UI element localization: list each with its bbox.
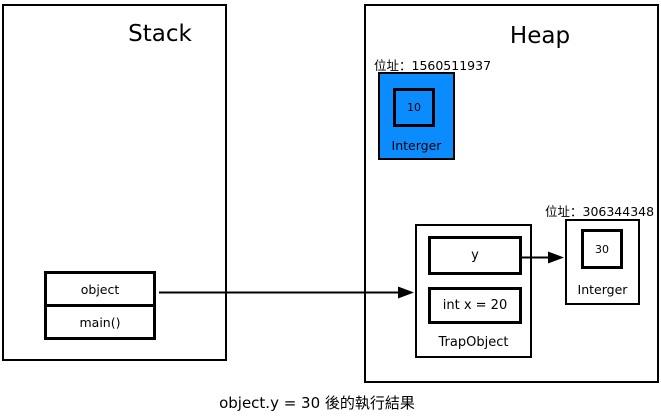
stack-frame-main: main() bbox=[44, 304, 156, 340]
integer30-value-box: 30 bbox=[581, 229, 623, 269]
trapobject-type-label: TrapObject bbox=[438, 335, 509, 350]
integer30-object-box: 30 Interger bbox=[565, 219, 640, 305]
stack-frame-object-label: object bbox=[80, 281, 120, 297]
trapobject-field-x: int x = 20 bbox=[428, 287, 522, 324]
stack-frame-main-label: main() bbox=[79, 314, 121, 330]
trapobject-field-y: y bbox=[428, 236, 522, 275]
stack-title: Stack bbox=[128, 21, 192, 47]
stack-frame-object: object bbox=[44, 271, 156, 307]
trapobject-box: y int x = 20 TrapObject bbox=[415, 224, 532, 358]
integer10-value: 10 bbox=[407, 101, 421, 114]
diagram-caption: object.y = 30 後的執行結果 bbox=[219, 394, 415, 412]
integer30-address-label: 位址：306344348 bbox=[545, 204, 655, 219]
integer10-object-box: 10 Interger bbox=[378, 72, 455, 160]
heap-title: Heap bbox=[509, 23, 571, 49]
integer10-type-label: Interger bbox=[391, 138, 442, 153]
integer30-type-label: Interger bbox=[577, 282, 628, 297]
integer10-value-box: 10 bbox=[393, 88, 435, 127]
stack-frames: object main() bbox=[44, 271, 156, 340]
integer10-address-label: 位址：1560511937 bbox=[374, 58, 492, 73]
integer30-value: 30 bbox=[595, 242, 609, 256]
trapobject-field-x-label: int x = 20 bbox=[442, 298, 508, 313]
trapobject-field-y-label: y bbox=[471, 248, 479, 263]
